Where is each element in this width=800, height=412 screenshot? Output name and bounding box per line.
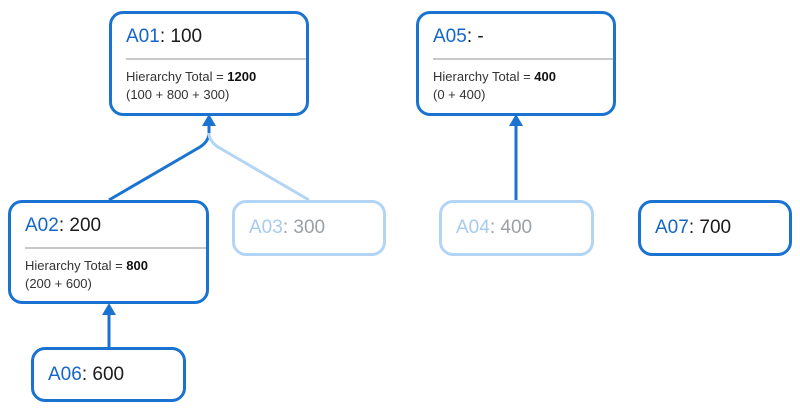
hierarchy-total-value: 800 xyxy=(126,258,148,273)
node-value: 700 xyxy=(699,217,732,238)
node-id: A06 xyxy=(48,363,82,385)
divider xyxy=(25,247,206,249)
edge-a02-a01 xyxy=(108,124,211,202)
node-title: A04: 400 xyxy=(456,217,533,238)
arrowhead-a05 xyxy=(509,114,523,126)
hierarchy-breakdown: (0 + 400) xyxy=(433,87,486,102)
node-a02[interactable]: A02: 200 Hierarchy Total = 800 (200 + 60… xyxy=(8,200,209,304)
hierarchy-total-label: Hierarchy Total xyxy=(126,69,213,84)
node-title: A02: 200 xyxy=(25,215,102,236)
node-value: 400 xyxy=(500,217,533,238)
node-a01[interactable]: A01: 100 Hierarchy Total = 1200 (100 + 8… xyxy=(109,11,309,116)
node-id: A03 xyxy=(249,217,283,238)
node-a04[interactable]: A04: 400 xyxy=(439,200,594,256)
edge-a03-a01 xyxy=(207,132,310,202)
node-title: A03: 300 xyxy=(249,217,326,238)
node-value: 200 xyxy=(69,215,102,236)
hierarchy-breakdown: (200 + 600) xyxy=(25,276,92,291)
node-a05[interactable]: A05: - Hierarchy Total = 400 (0 + 400) xyxy=(416,11,616,116)
divider xyxy=(126,58,306,60)
node-title: A05: - xyxy=(433,26,484,47)
node-value: - xyxy=(477,26,484,47)
node-title: A01: 100 xyxy=(126,26,203,47)
arrowhead-a01 xyxy=(202,114,216,126)
node-id: A07 xyxy=(655,217,689,238)
hierarchy-total-value: 1200 xyxy=(227,69,257,84)
node-a07[interactable]: A07: 700 xyxy=(638,200,792,256)
node-id: A05 xyxy=(433,26,467,47)
node-value: 100 xyxy=(170,26,203,47)
hierarchy-total-label: Hierarchy Total xyxy=(433,69,520,84)
hierarchy-total: Hierarchy Total = 1200 xyxy=(126,69,257,84)
arrowhead-a02 xyxy=(102,303,116,315)
node-id: A04 xyxy=(456,217,490,238)
node-title: A07: 700 xyxy=(655,217,732,238)
node-id: A01 xyxy=(126,26,160,47)
divider xyxy=(433,58,613,60)
hierarchy-total-label: Hierarchy Total xyxy=(25,258,112,273)
node-a03[interactable]: A03: 300 xyxy=(232,200,386,256)
node-id: A02 xyxy=(25,215,59,236)
node-title: A06: 600 xyxy=(48,363,125,385)
node-value: 300 xyxy=(293,217,326,238)
hierarchy-total: Hierarchy Total = 400 xyxy=(433,69,556,84)
hierarchy-total-value: 400 xyxy=(534,69,556,84)
node-value: 600 xyxy=(92,363,125,385)
hierarchy-total: Hierarchy Total = 800 xyxy=(25,258,148,273)
node-a06[interactable]: A06: 600 xyxy=(31,347,186,402)
hierarchy-breakdown: (100 + 800 + 300) xyxy=(126,87,230,102)
